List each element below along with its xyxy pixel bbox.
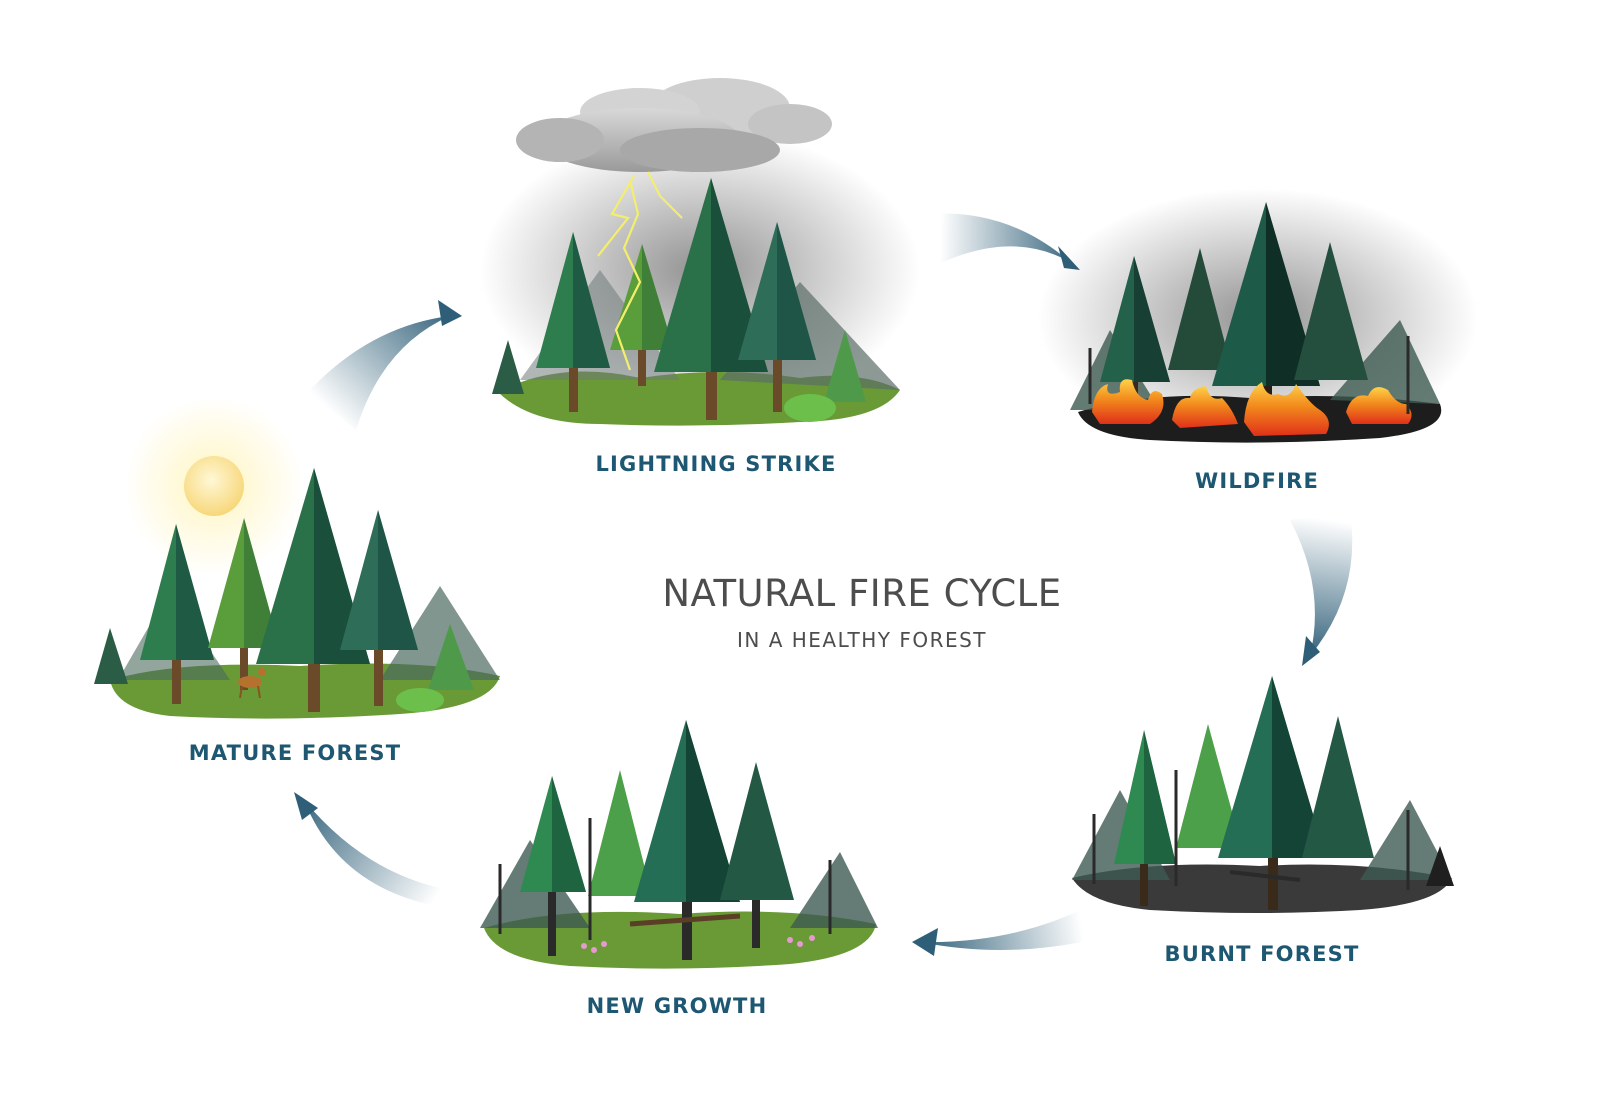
label-new-growth: NEW GROWTH [586, 994, 768, 1018]
pine-tree-icon [1294, 242, 1368, 380]
pine-tree-icon [610, 244, 674, 386]
new-growth-scene [480, 720, 878, 969]
pine-tree-icon [720, 762, 794, 948]
mature-forest-scene [94, 396, 500, 719]
pine-tree-icon [1218, 676, 1326, 910]
arrow-wildfire-to-burnt [1290, 512, 1353, 666]
pine-tree-icon [536, 232, 610, 412]
arrow-mature-to-lightning [308, 300, 462, 430]
storm-cloud-icon [516, 78, 832, 172]
fire-flames-icon [1092, 379, 1412, 436]
pine-tree-icon [520, 776, 586, 956]
label-lightning-strike: LIGHTNING STRIKE [595, 452, 837, 476]
arrow-lightning-to-wildfire [926, 213, 1080, 270]
bush [396, 688, 444, 712]
arrow-burnt-to-growth [912, 908, 1085, 956]
pine-tree-icon [824, 330, 866, 402]
diagram-title: NATURAL FIRE CYCLE [662, 572, 1062, 615]
pine-tree-icon [140, 524, 214, 704]
label-mature-forest: MATURE FOREST [188, 741, 402, 765]
pine-tree-icon [340, 510, 418, 706]
lightning-strike-scene [480, 78, 920, 426]
pine-tree-icon [1168, 248, 1232, 370]
pine-tree-icon [1302, 716, 1374, 858]
pine-tree-icon [1114, 730, 1176, 906]
wildfire-scene [1038, 188, 1478, 448]
fallen-log [629, 913, 741, 927]
burnt-forest-scene [1072, 676, 1454, 913]
deer-icon [238, 668, 266, 699]
bush [784, 394, 836, 422]
pine-tree-icon [1176, 724, 1242, 848]
pine-tree-icon [588, 770, 652, 896]
label-wildfire: WILDFIRE [1194, 469, 1320, 493]
diagram-subtitle: IN A HEALTHY FOREST [736, 628, 988, 652]
arrow-growth-to-mature [294, 792, 440, 906]
label-burnt-forest: BURNT FOREST [1164, 942, 1360, 966]
pine-tree-icon [634, 720, 740, 960]
sun-icon [184, 456, 244, 516]
flower-icon [581, 935, 815, 953]
lightning-bolt-icon [597, 175, 635, 257]
pine-tree-icon [738, 222, 816, 412]
